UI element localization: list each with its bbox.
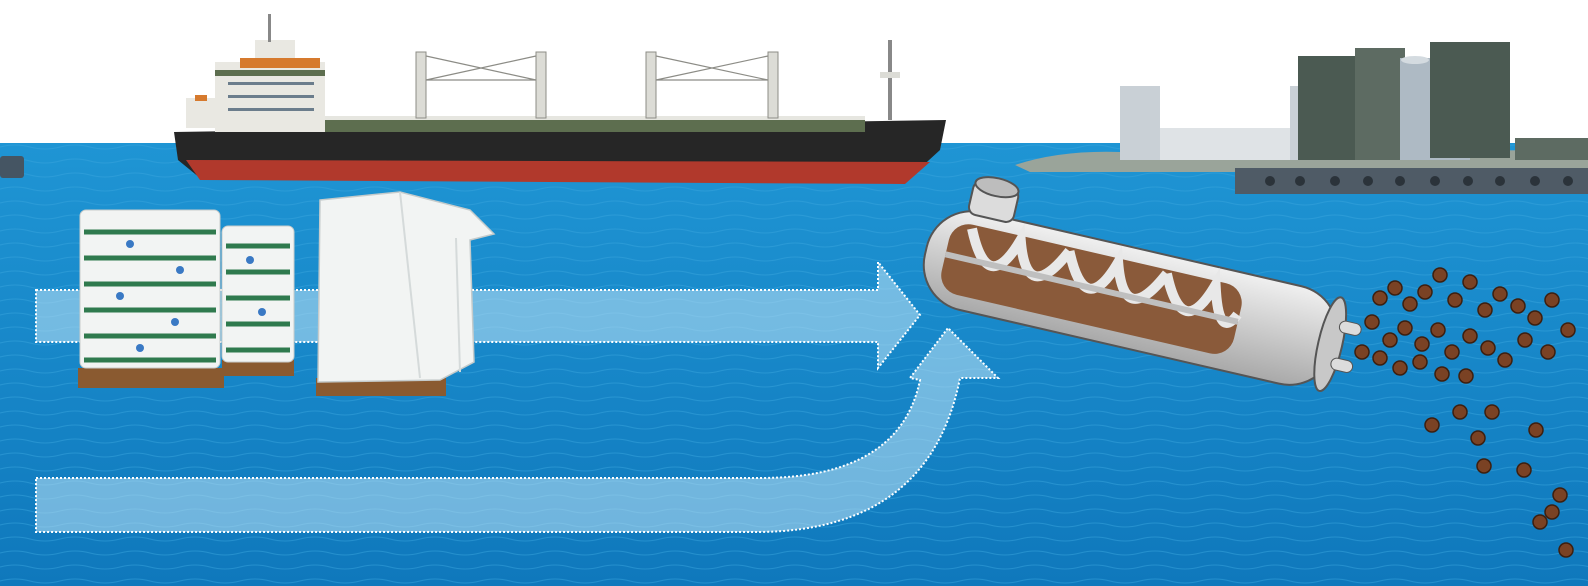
stacked-bags-pallet-icon xyxy=(78,209,295,388)
left-dock xyxy=(0,156,24,178)
pellets-icon xyxy=(1354,267,1576,558)
bulk-bag-pallet-icon xyxy=(316,191,496,396)
screw-conveyor-icon xyxy=(922,176,1362,393)
bulk-carrier-ship-icon xyxy=(174,14,946,184)
port-factory-icon xyxy=(1015,42,1588,194)
